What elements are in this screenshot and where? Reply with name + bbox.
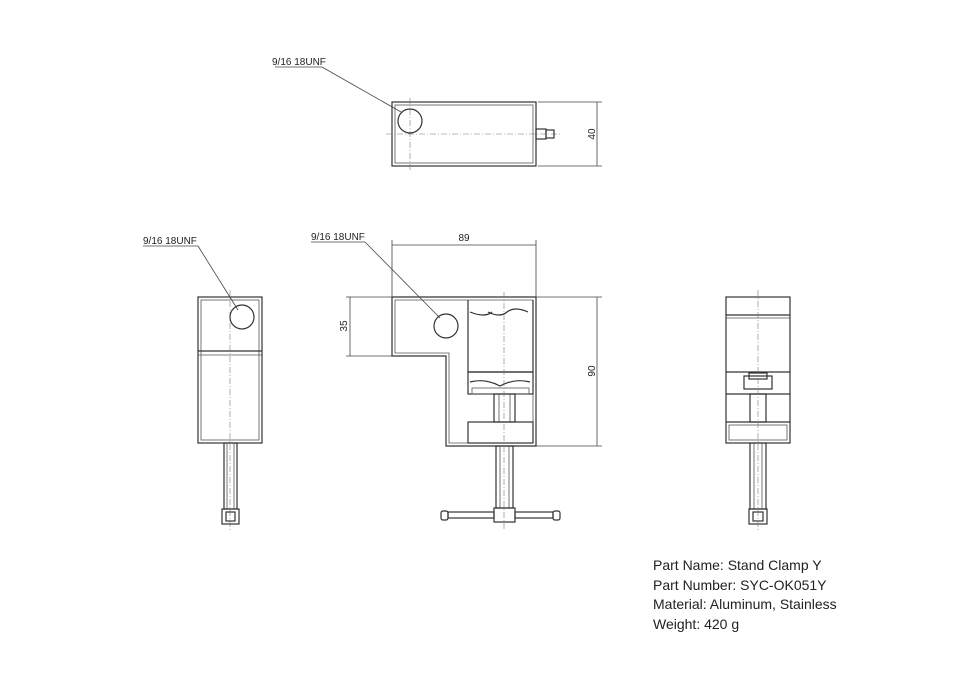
thread-hole-top: [397, 108, 423, 134]
callout-thread-top: 9/16 18UNF: [272, 57, 326, 68]
left-side-view: 9/16 18UNF: [143, 236, 263, 530]
top-view: 40 9/16 18UNF: [272, 57, 602, 170]
dim-top-height: 40: [587, 128, 598, 140]
thread-hole-left: [229, 304, 255, 330]
part-name: Part Name: Stand Clamp Y: [653, 557, 822, 573]
part-info-block: Part Name: Stand Clamp Y Part Number: SY…: [653, 556, 837, 634]
dim-front-top-height: 35: [339, 320, 350, 332]
front-view: 89 35 90 9/16 18UNF: [311, 232, 602, 530]
thread-hole-front: [433, 313, 459, 339]
part-number: Part Number: SYC-OK051Y: [653, 576, 827, 593]
dim-front-total-height: 90: [587, 365, 598, 377]
part-material: Material: Aluminum, Stainless: [653, 596, 837, 612]
right-side-view: [725, 290, 791, 530]
callout-thread-front: 9/16 18UNF: [311, 232, 365, 243]
part-weight: Weight: 420 g: [653, 615, 740, 632]
dim-front-width: 89: [458, 233, 470, 244]
callout-thread-left: 9/16 18UNF: [143, 236, 197, 247]
